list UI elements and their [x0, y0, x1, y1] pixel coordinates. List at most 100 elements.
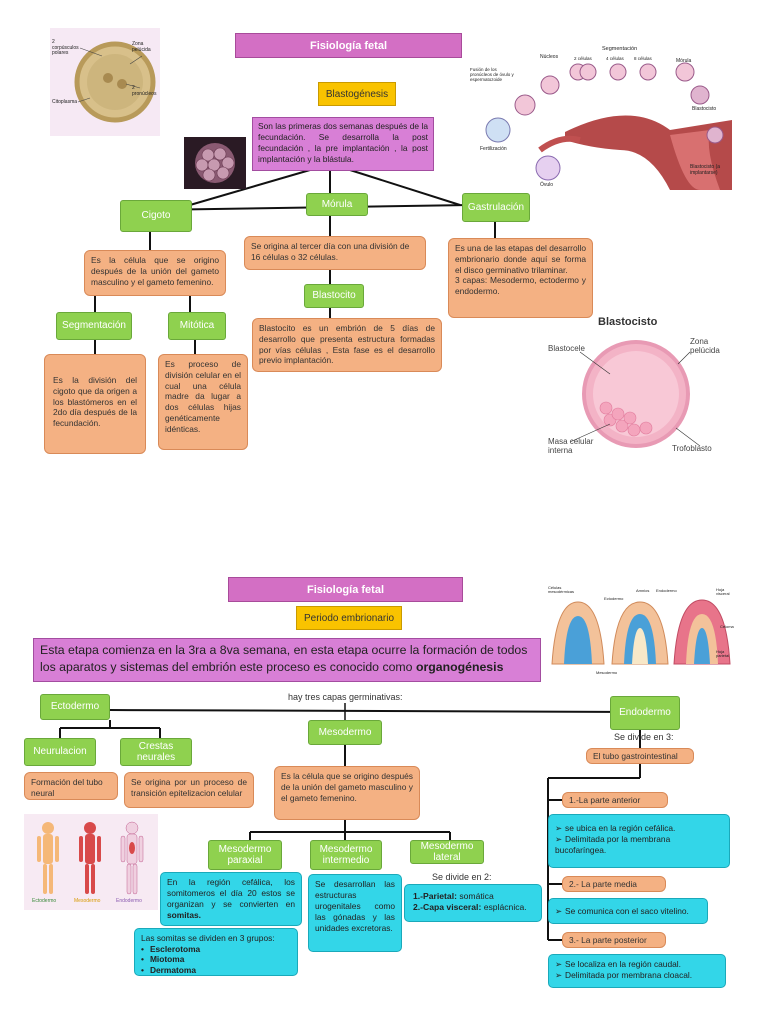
cycle-label-2celulas: 2 células: [574, 56, 592, 61]
cycle-label-blastocisto-implant: Blastocisto (a implantarse): [690, 164, 721, 176]
parte-media-box: 2.- La parte media: [562, 876, 666, 892]
visceral-bold: 2.-Capa visceral:: [413, 902, 482, 913]
tubo-box: El tubo gastrointestinal: [586, 748, 694, 764]
blastogenesis-desc: Son las primeras dos semanas después de …: [252, 117, 434, 171]
banner-bold: organogénesis: [415, 660, 504, 675]
body-label-ectodermo: Ectodermo: [32, 898, 57, 904]
cycle-label-ovulo: Óvulo: [540, 182, 554, 188]
anterior-item: se ubica en la región cefálica.: [555, 823, 723, 834]
banner-text: Esta etapa comienza en la 3ra a 8va sema…: [40, 643, 528, 675]
germ-layer-body-illustration: Ectodermo Mesodermo Endodermo: [24, 814, 158, 910]
blastocisto-label-blastocele: Blastocele: [548, 344, 585, 353]
body-label-mesodermo: Mesodermo: [74, 898, 101, 904]
cycle-label-blastocisto: Blastocisto: [692, 106, 717, 112]
bottom-title: Fisiología fetal: [228, 577, 463, 602]
embryo-label-mesodermo: Mesodermo: [596, 670, 618, 675]
ovum-illustration: 2 corpúsculos polares Zona pelúcida 2 pr…: [50, 28, 160, 136]
parietal-line: 1.-Parietal: somática: [413, 891, 533, 902]
crestas-box: Crestas neurales: [120, 738, 192, 766]
blastocisto-label-trofoblasto: Trofoblasto: [672, 444, 712, 453]
embryo-label-endodermo: Endodermo: [656, 588, 677, 593]
meso-paraxial-box: Mesodermo paraxial: [208, 840, 282, 870]
cycle-label-fusion: Fusión de los pronúcleos de óvulo y espe…: [470, 67, 514, 82]
anterior-desc: se ubica en la región cefálica. Delimita…: [548, 814, 730, 868]
somitas-intro: Las somitas se dividen en 3 grupos:: [141, 933, 275, 943]
cycle-label-segmentacion: Segmentación: [602, 46, 638, 52]
paraxial-bold: somitas.: [167, 909, 201, 920]
crestas-desc: Se origina por un proceso de transición …: [124, 772, 254, 808]
ectodermo-box: Ectodermo: [40, 694, 110, 720]
visceral-line: 2.-Capa visceral: esplácnica.: [413, 902, 533, 913]
paraxial-text: En la región cefálica, los somitomeros e…: [167, 877, 295, 909]
blastocisto-title: Blastocisto: [598, 316, 658, 328]
embryo-layers-illustration: Células mesodérmicas Ectodermo Amnios En…: [546, 584, 736, 678]
blastocito-desc: Blastocito es un embrión de 5 días de de…: [252, 318, 442, 372]
periodo-box: Periodo embrionario: [296, 606, 402, 630]
blastocisto-label-zona: Zona pelúcida: [690, 337, 720, 355]
mesodermo-box: Mesodermo: [308, 720, 382, 745]
posterior-item: Se localiza en la región caudal.: [555, 959, 719, 970]
blastocisto-label-masa: Masa celular interna: [548, 437, 594, 455]
ovum-label-citoplasma: Citoplasma: [52, 99, 78, 105]
meso-intermedio-box: Mesodermo intermedio: [310, 840, 382, 870]
blastogenesis-box: Blastogénesis: [318, 82, 396, 106]
mitotica-box: Mitótica: [168, 312, 226, 340]
gastrulacion-box: Gastrulación: [462, 193, 530, 222]
somita-esclerotoma: Esclerotoma: [141, 944, 291, 955]
embryo-label-amnios: Amnios: [636, 588, 650, 593]
parietal-bold: 1.-Parietal:: [413, 891, 457, 901]
gastrulacion-desc: Es una de las etapas del desarrollo embr…: [448, 238, 593, 318]
posterior-item: Delimitada por membrana cloacal.: [555, 970, 719, 981]
morula-desc: Se origina al tercer día con una divisió…: [244, 236, 426, 270]
ovum-label-pronucleos: 2 pronúcleos: [132, 85, 157, 97]
embryo-label-ectodermo: Ectodermo: [604, 596, 624, 601]
somita-dermatoma: Dermatoma: [141, 965, 291, 976]
embryo-label-mesodermicas: Células mesodérmicas: [548, 585, 575, 594]
embryo-label-parietal: Hoja parietal: [716, 649, 730, 658]
posterior-desc: Se localiza en la región caudal. Delimit…: [548, 954, 726, 988]
cycle-label-8celulas: 8 células: [634, 56, 652, 61]
lateral-divide: Se divide en 2:: [432, 872, 492, 882]
anterior-item: Delimitada por la membrana bucofaríngea.: [555, 834, 723, 856]
cycle-label-morula: Mórula: [676, 58, 692, 64]
segmentacion-desc: Es la división del cigoto que da origen …: [44, 354, 146, 454]
endodermo-box: Endodermo: [610, 696, 680, 730]
media-item: Se comunica con el saco vitelino.: [555, 906, 701, 917]
cigoto-desc: Es la célula que se origino después de l…: [84, 250, 226, 296]
somitas-box: Las somitas se dividen en 3 grupos: Escl…: [134, 928, 298, 976]
cycle-label-fertilizacion: Fertilización: [480, 146, 507, 152]
meso-lateral-box: Mesodermo lateral: [410, 840, 484, 864]
neurulacion-desc: Formación del tubo neural: [24, 772, 118, 800]
parte-posterior-box: 3.- La parte posterior: [562, 932, 666, 948]
visceral-text: esplácnica.: [481, 902, 527, 913]
ovum-label-polar: 2 corpúsculos polares: [52, 39, 79, 56]
embryo-label-celoma: Celoma: [720, 624, 734, 629]
mitotica-desc: Es proceso de división celular en el cua…: [158, 354, 248, 450]
cycle-label-nucleos: Núcleos: [540, 54, 559, 60]
body-label-endodermo: Endodermo: [116, 898, 142, 904]
somita-miotoma: Miotoma: [141, 954, 291, 965]
cycle-label-4celulas: 4 células: [606, 56, 624, 61]
intermedio-desc: Se desarrollan las estructuras urogenita…: [308, 874, 402, 952]
media-desc: Se comunica con el saco vitelino.: [548, 898, 708, 924]
blastocisto-illustration: Blastocisto Blastocele Zona pelúcida Mas…: [540, 312, 730, 462]
endodermo-divide: Se divide en 3:: [614, 732, 674, 742]
blastocito-box: Blastocito: [304, 284, 364, 308]
morula-photo: [184, 137, 246, 189]
organogenesis-banner: Esta etapa comienza en la 3ra a 8va sema…: [33, 638, 541, 682]
lateral-desc: 1.-Parietal: somática 2.-Capa visceral: …: [404, 884, 542, 922]
fertilization-cycle-illustration: Núcleos Segmentación 2 células 4 células…: [470, 40, 732, 190]
segmentacion-box: Segmentación: [56, 312, 132, 340]
mesodermo-desc: Es la célula que se origino después de l…: [274, 766, 420, 820]
parietal-text: somática: [456, 891, 494, 901]
parte-anterior-box: 1.-La parte anterior: [562, 792, 668, 808]
neurulacion-box: Neurulacion: [24, 738, 96, 766]
paraxial-desc: En la región cefálica, los somitomeros e…: [160, 872, 302, 926]
embryo-label-visceral: Hoja visceral: [716, 587, 730, 596]
top-title: Fisiología fetal: [235, 33, 462, 58]
ovum-label-zona: Zona pelúcida: [132, 41, 151, 53]
capas-label: hay tres capas germinativas:: [288, 692, 403, 702]
morula-box: Mórula: [306, 193, 368, 216]
cigoto-box: Cigoto: [120, 200, 192, 232]
